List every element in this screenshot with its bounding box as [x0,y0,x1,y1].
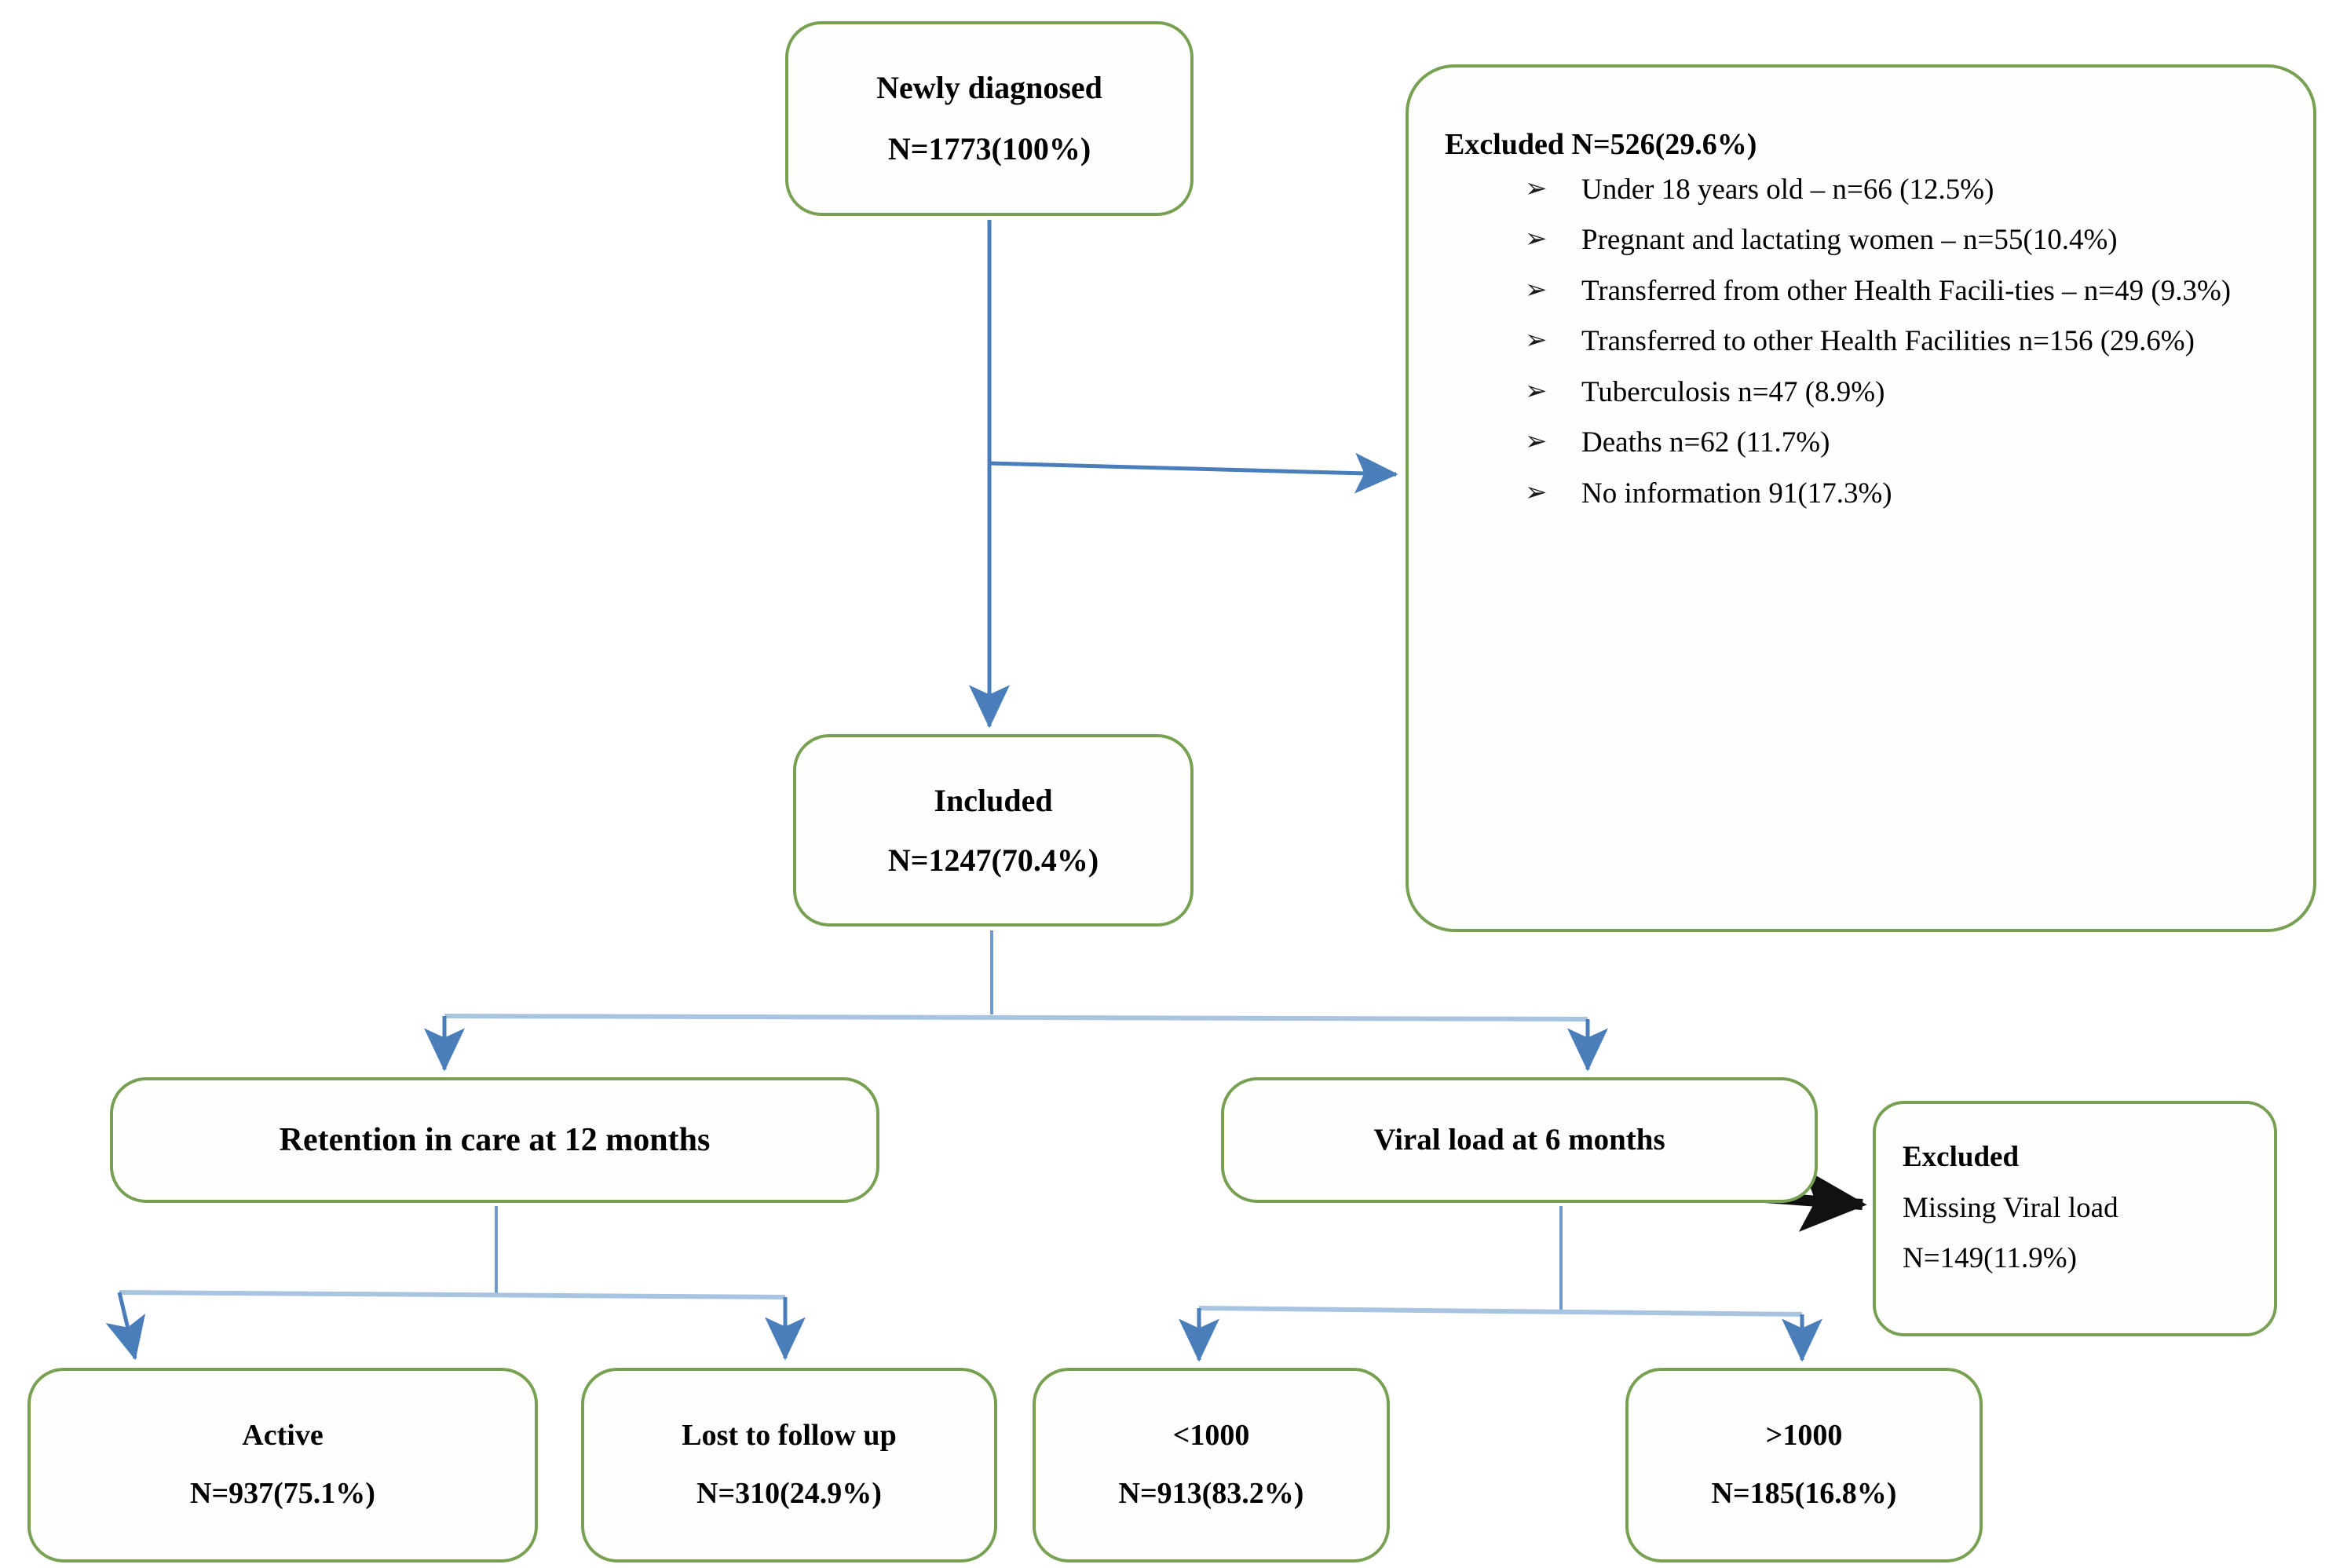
lost-count: N=310(24.9%) [696,1477,882,1510]
excluded-vl-count: N=149(11.9%) [1903,1242,2077,1275]
box-viral-load: Viral load at 6 months [1221,1077,1818,1203]
viral-load-label: Viral load at 6 months [1373,1122,1665,1157]
list-item: ➢ Under 18 years old – n=66 (12.5%) [1525,170,2231,211]
excluded-vl-title: Excluded [1903,1140,2020,1173]
edge-retention-split [105,1206,806,1361]
arrow-bullet-icon: ➢ [1525,326,1548,356]
list-item-label: Transferred from other Health Facili-tie… [1581,274,2232,307]
arrow-bullet-icon: ➢ [1525,174,1548,203]
list-item-label: Transferred to other Health Facilities n… [1581,325,2195,358]
included-label: Included [934,782,1053,818]
newly-diagnosed-label: Newly diagnosed [876,70,1102,105]
box-included: Included N=1247(70.4%) [793,734,1194,927]
list-item: ➢ Deaths n=62 (11.7%) [1525,422,2231,464]
arrow-bullet-icon: ➢ [1525,275,1548,305]
list-item: ➢ Pregnant and lactating women – n=55(10… [1525,220,2231,261]
edge-newly-to-excluded [989,452,1398,494]
box-active: Active N=937(75.1%) [27,1368,538,1563]
arrow-bullet-icon: ➢ [1525,427,1548,457]
active-count: N=937(75.1%) [190,1477,375,1510]
list-item-label: Under 18 years old – n=66 (12.5%) [1581,173,1994,206]
excluded-reason-list: ➢ Under 18 years old – n=66 (12.5%) ➢ Pr… [1445,170,2231,524]
box-newly-diagnosed: Newly diagnosed N=1773(100%) [785,21,1194,216]
list-item-label: No information 91(17.3%) [1581,477,1892,510]
vl-high-count: N=185(16.8%) [1711,1477,1897,1510]
list-item-label: Deaths n=62 (11.7%) [1581,426,1830,459]
vl-low-label: <1000 [1172,1419,1250,1453]
box-viral-load-high: >1000 N=185(16.8%) [1625,1368,1983,1563]
active-label: Active [242,1419,324,1453]
box-lost-to-follow-up: Lost to follow up N=310(24.9%) [581,1368,997,1563]
arrow-bullet-icon: ➢ [1525,376,1548,406]
excluded-main-title: Excluded N=526(29.6%) [1445,128,1757,161]
vl-high-label: >1000 [1765,1419,1843,1453]
list-item: ➢ Transferred to other Health Facilities… [1525,321,2231,363]
included-count: N=1247(70.4%) [887,842,1099,878]
arrow-bullet-icon: ➢ [1525,225,1548,254]
excluded-vl-reason: Missing Viral load [1903,1191,2118,1224]
lost-label: Lost to follow up [682,1419,897,1453]
box-excluded-main: Excluded N=526(29.6%) ➢ Under 18 years o… [1406,64,2316,932]
vl-low-count: N=913(83.2%) [1118,1477,1304,1510]
box-viral-load-low: <1000 N=913(83.2%) [1033,1368,1390,1563]
box-retention-in-care: Retention in care at 12 months [110,1077,879,1203]
list-item: ➢ Transferred from other Health Facili-t… [1525,271,2231,313]
list-item-label: Pregnant and lactating women – n=55(10.4… [1581,224,2118,257]
edge-viralload-split [1178,1206,1822,1362]
edge-included-split [423,930,1608,1072]
list-item-label: Tuberculosis n=47 (8.9%) [1581,375,1885,408]
box-excluded-missing-viral-load: Excluded Missing Viral load N=149(11.9%) [1873,1101,2277,1336]
arrow-bullet-icon: ➢ [1525,477,1548,507]
list-item: ➢ No information 91(17.3%) [1525,473,2231,515]
list-item: ➢ Tuberculosis n=47 (8.9%) [1525,372,2231,414]
retention-label: Retention in care at 12 months [279,1121,711,1158]
newly-diagnosed-count: N=1773(100%) [887,131,1091,166]
